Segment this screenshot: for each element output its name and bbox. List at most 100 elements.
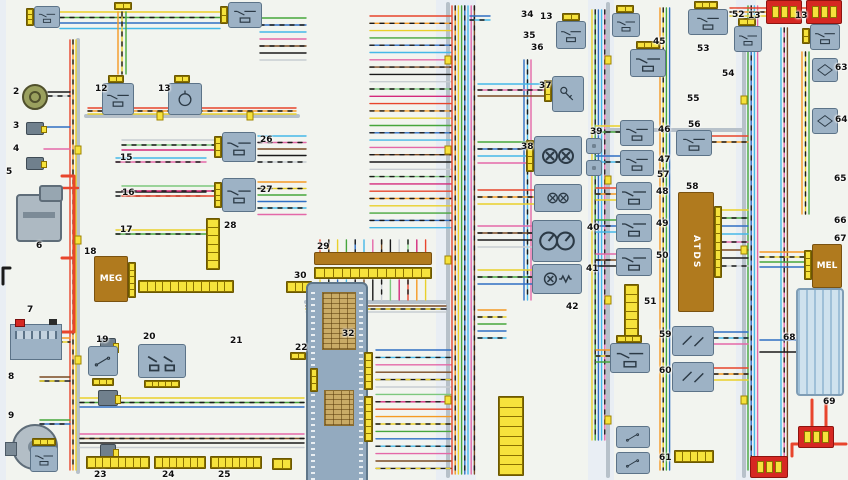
ecu-connector-mid (324, 390, 354, 426)
block-meg: MEG (94, 256, 128, 302)
pin-cell (100, 380, 106, 384)
pin-cell (366, 433, 371, 441)
pin-cell (41, 440, 47, 444)
component-box (552, 76, 584, 112)
pin-cell (172, 382, 178, 386)
connector-pins (108, 75, 124, 83)
pin-cell (48, 440, 54, 444)
battery-negative-terminal (49, 319, 57, 325)
pin-cell (638, 43, 644, 47)
pin-cell (500, 455, 522, 465)
pin-cell (217, 282, 225, 291)
pin-cell (812, 431, 820, 443)
pin-cell (618, 7, 625, 11)
pin-cell (254, 458, 260, 467)
component-label: 56 (688, 120, 701, 130)
component-box (222, 132, 256, 162)
pin-cell (626, 286, 637, 294)
connector-pins (624, 284, 639, 338)
pin-cell (626, 294, 637, 302)
harness-clip (246, 111, 254, 121)
pin-cell (500, 398, 522, 407)
pin-cell (500, 417, 522, 426)
component-label: 23 (94, 470, 107, 480)
connector-pins (154, 456, 206, 469)
pin-cell (147, 282, 155, 291)
component-box (688, 9, 728, 35)
pin-cell (386, 269, 395, 277)
pin-cell (194, 282, 201, 291)
pin-cell (528, 149, 532, 156)
bulbres-icon (543, 272, 572, 286)
pin-cell (366, 405, 371, 412)
pin-cell (618, 337, 625, 341)
connector-pins (802, 28, 810, 44)
sw-icon (626, 459, 640, 468)
pin-cell (191, 458, 197, 467)
component-box (810, 24, 840, 50)
sensor (26, 157, 47, 170)
pin-cell (716, 233, 720, 242)
pin-cell (774, 461, 782, 473)
pin-cell (130, 270, 134, 277)
component-label: 34 (521, 10, 534, 20)
pin-cell (110, 77, 116, 81)
harness-clip (74, 235, 82, 245)
pin-cell (765, 461, 773, 473)
component-box (532, 264, 582, 294)
component-box (34, 6, 60, 28)
pin-cell (233, 458, 239, 467)
bulbs2-icon (547, 192, 569, 204)
pin-cell (806, 252, 810, 258)
connector-pins (174, 75, 190, 83)
connector-pins (272, 458, 292, 470)
harness-clip (444, 55, 452, 65)
pin-cell (804, 36, 808, 42)
component-label: 42 (566, 302, 579, 312)
pin-cell (716, 216, 720, 225)
pin-cell (342, 269, 351, 277)
ecu-connector-top (322, 292, 356, 350)
pin-cell (240, 458, 246, 467)
pin-cell (116, 4, 123, 8)
component-label: 13 (158, 84, 171, 94)
labeled-block (314, 252, 432, 265)
pin-cell (282, 460, 290, 468)
sensor (26, 122, 47, 135)
component-box (616, 182, 652, 210)
relay-icon (626, 128, 648, 141)
relay-icon (626, 158, 648, 171)
harness-clip (604, 415, 612, 425)
component-box (222, 178, 256, 212)
pin-cell (216, 189, 220, 195)
pin-cell (28, 10, 32, 14)
pin-cell (500, 465, 522, 474)
sw-icon (94, 356, 111, 367)
component-label: 40 (587, 223, 600, 233)
component-box (532, 220, 582, 262)
pin-cell (806, 258, 810, 265)
component-label: 28 (224, 221, 237, 231)
pin-cell (546, 82, 550, 88)
pin-cell (625, 7, 632, 11)
component-box (586, 160, 602, 176)
pin-cell (633, 337, 641, 341)
connector-pins (364, 396, 373, 442)
component-label: 50 (656, 251, 669, 261)
component-label: 61 (659, 453, 672, 463)
block-text: ATDS (691, 234, 701, 270)
pin-cell (820, 6, 828, 18)
connector-pins (138, 280, 234, 293)
pin-cell (28, 20, 32, 24)
pin-cell (155, 282, 163, 291)
component-label: 48 (656, 187, 669, 197)
pin-cell (696, 3, 702, 7)
relay-icon (636, 58, 660, 72)
connector-pins (498, 396, 524, 476)
ecu-pin-ticks-right (359, 292, 363, 480)
pin-cell (312, 370, 316, 376)
sensor-terminal (41, 125, 47, 134)
component-label: 52 (732, 10, 745, 20)
pin-cell (806, 272, 810, 278)
pin-cell (366, 426, 371, 433)
